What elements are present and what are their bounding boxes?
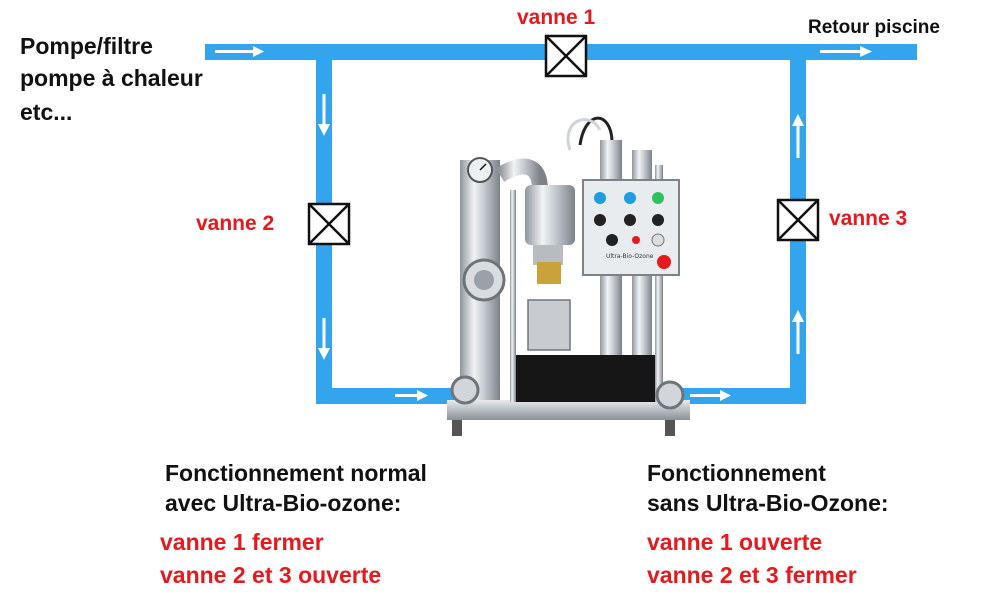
mode-normal-title-1: Fonctionnement normal xyxy=(165,460,427,486)
ozone-machine-image: Ultra-Bio-Ozone xyxy=(447,116,690,436)
valve-2-label: vanne 2 xyxy=(196,212,275,235)
mode-bypass-state-1: vanne 1 ouverte xyxy=(647,529,823,555)
valve-3-label: vanne 3 xyxy=(829,207,908,230)
mode-normal-title-2: avec Ultra-Bio-ozone: xyxy=(165,490,402,516)
mode-normal-state-1: vanne 1 fermer xyxy=(160,529,324,555)
pipe-bottom-right xyxy=(668,388,806,404)
valve-3-icon xyxy=(776,198,820,242)
mode-bypass-state-2: vanne 2 et 3 fermer xyxy=(647,562,857,588)
valve-1-label: vanne 1 xyxy=(517,6,596,29)
mode-normal-state-2: vanne 2 et 3 ouverte xyxy=(160,562,382,588)
return-pool-label: Retour piscine xyxy=(808,17,940,38)
valve-2-icon xyxy=(307,202,351,246)
arrow-right-icon xyxy=(820,46,872,57)
arrow-right-icon xyxy=(690,390,731,401)
control-panel-buttons xyxy=(594,192,671,269)
mode-bypass-title-2: sans Ultra-Bio-Ozone: xyxy=(647,490,889,516)
arrow-up-icon xyxy=(792,310,804,354)
source-label-line-2: pompe à chaleur xyxy=(20,65,203,91)
arrow-down-icon xyxy=(318,318,330,360)
source-label-line-1: Pompe/filtre xyxy=(20,33,153,59)
arrow-down-icon xyxy=(318,94,330,136)
mode-bypass-title-1: Fonctionnement xyxy=(647,460,826,486)
arrow-right-icon xyxy=(215,46,264,57)
pipe-bottom-left xyxy=(316,388,461,404)
arrow-right-icon xyxy=(395,390,428,401)
flow-arrows xyxy=(215,46,872,401)
source-label-line-3: etc... xyxy=(20,99,73,125)
machine-panel-label: Ultra-Bio-Ozone xyxy=(606,253,654,260)
arrow-up-icon xyxy=(792,114,804,158)
valve-1-icon xyxy=(544,34,588,78)
pipe-network xyxy=(205,44,917,404)
